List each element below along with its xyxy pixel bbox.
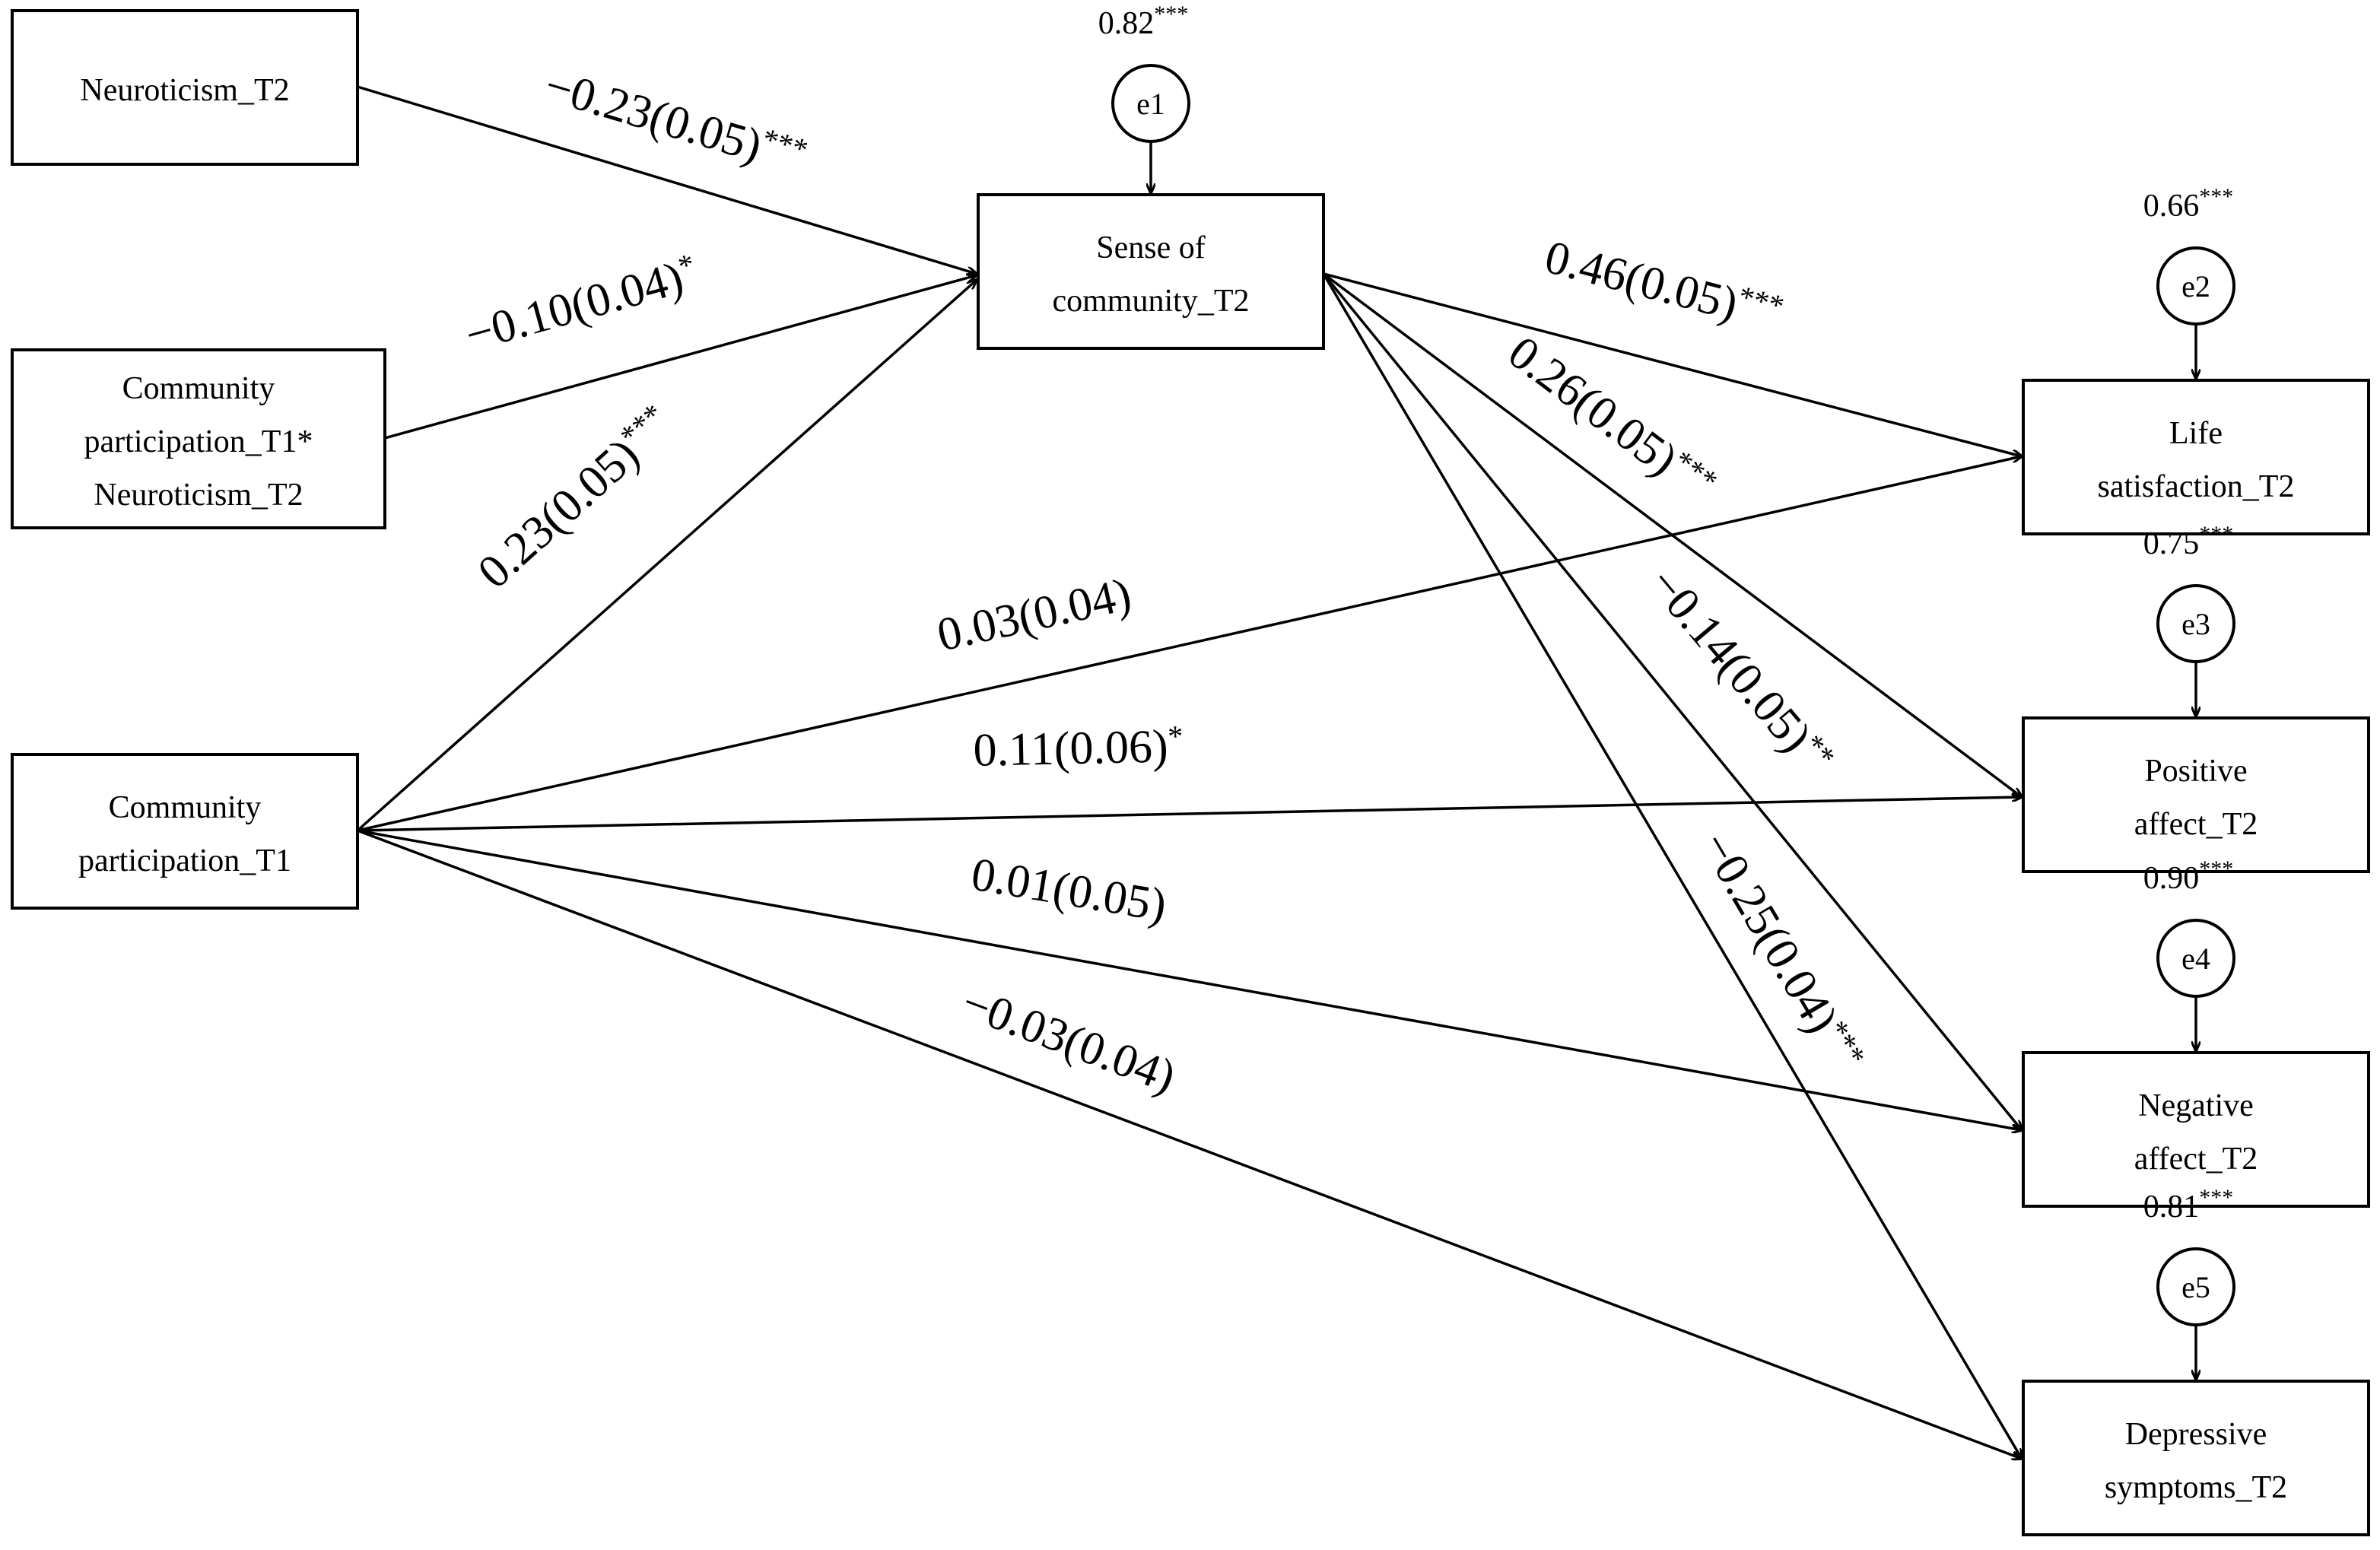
significance-stars: *** xyxy=(2199,856,2233,881)
significance-stars: *** xyxy=(2199,522,2233,547)
error-circle xyxy=(2156,584,2235,663)
paths-layer xyxy=(356,85,2022,1459)
coefficients-layer: −0.23(0.05)***−0.10(0.04)*0.23(0.05)***0… xyxy=(459,58,1873,1103)
path-arrow-participation-to-positive xyxy=(357,797,2022,832)
error-label: e1 xyxy=(1136,87,1165,121)
node-label-line: participation_T1 xyxy=(78,843,291,878)
node-label-line: Community xyxy=(109,790,262,825)
path-coefficient-participation-to-depressive: −0.03(0.04) xyxy=(955,977,1183,1103)
coefficient-value: −0.14(0.05) xyxy=(1638,558,1822,762)
error-term-e3: e3 0.75*** xyxy=(2143,522,2235,716)
error-variance: 0.66*** xyxy=(2143,184,2234,224)
node-box xyxy=(11,9,359,166)
error-variance: 0.81*** xyxy=(2143,1185,2234,1224)
node-label-line: Depressive xyxy=(2125,1417,2267,1452)
node-positive: Positive affect_T2 xyxy=(2022,716,2370,873)
node-neuroticism: Neuroticism_T2 xyxy=(11,9,359,166)
node-box xyxy=(977,193,1325,350)
path-coefficient-neuroticism-to-sense: −0.23(0.05)*** xyxy=(539,58,812,185)
node-label-line: symptoms_T2 xyxy=(2105,1470,2287,1505)
path-arrow-participation-to-depressive xyxy=(357,829,2022,1459)
path-coefficient-participation-to-negative: 0.01(0.05) xyxy=(968,848,1170,932)
node-box xyxy=(2022,379,2370,535)
coefficient-value: −0.03(0.04) xyxy=(955,977,1183,1103)
error-label: e5 xyxy=(2181,1270,2210,1304)
node-label-line: Positive xyxy=(2144,754,2247,789)
path-coefficient-sense-to-positive: 0.26(0.05)*** xyxy=(1498,325,1724,513)
error-label: e4 xyxy=(2181,942,2210,976)
node-label-line: affect_T2 xyxy=(2134,807,2258,842)
nodes-layer: Neuroticism_T2Communityparticipation_T1*… xyxy=(11,9,2370,1536)
node-label-line: Community xyxy=(122,371,275,406)
path-coefficient-sense-to-depressive: −0.25(0.04)*** xyxy=(1690,822,1873,1081)
node-depressive: Depressive symptoms_T2 xyxy=(2022,1380,2370,1536)
node-label-line: Negative xyxy=(2138,1088,2254,1123)
error-circle xyxy=(2156,919,2235,998)
path-coefficient-participation-to-life: 0.03(0.04) xyxy=(933,568,1136,661)
path-arrow-neuroticism-to-sense xyxy=(357,85,977,274)
coefficient-value: −0.23(0.05) xyxy=(539,59,768,172)
path-arrow-participation-to-negative xyxy=(357,829,2022,1130)
node-sense: Sense of community_T2 xyxy=(977,193,1325,350)
error-variance: 0.75*** xyxy=(2143,522,2234,561)
error-label: e2 xyxy=(2181,269,2210,303)
error-variance: 0.90*** xyxy=(2143,856,2234,896)
node-life: Life satisfaction_T2 xyxy=(2022,379,2370,535)
error-term-e5: e5 0.81*** xyxy=(2143,1185,2235,1380)
node-label-line: Sense of xyxy=(1096,230,1205,265)
significance-stars: *** xyxy=(1154,2,1188,27)
coefficient-value: −0.10(0.04) xyxy=(460,252,689,361)
coefficient-value: 0.46(0.05) xyxy=(1540,231,1743,331)
path-arrow-sense-to-life xyxy=(1323,272,2022,456)
error-circle xyxy=(1111,64,1190,143)
node-label-line: satisfaction_T2 xyxy=(2098,469,2295,504)
coefficient-value: 0.23(0.05) xyxy=(469,429,649,599)
error-circle xyxy=(2156,1247,2235,1326)
node-label-line: Neuroticism_T2 xyxy=(94,478,303,513)
path-arrow-participation-to-sense xyxy=(356,280,977,832)
error-circle xyxy=(2156,246,2235,326)
path-arrow-participation-to-life xyxy=(357,456,2022,832)
node-label-line: Life xyxy=(2169,416,2223,451)
node-box xyxy=(11,348,386,529)
path-arrow-sense-to-negative xyxy=(1322,272,2022,1130)
error-term-e2: e2 0.66*** xyxy=(2143,184,2235,379)
significance-stars: *** xyxy=(2199,1185,2233,1210)
node-participation: Community participation_T1 xyxy=(11,753,359,910)
path-arrow-interaction-to-sense xyxy=(384,275,977,440)
coefficient-value: 0.11(0.06) xyxy=(973,721,1168,777)
significance-stars: *** xyxy=(1735,279,1787,324)
coefficient-value: −0.25(0.04) xyxy=(1690,823,1848,1041)
path-coefficient-interaction-to-sense: −0.10(0.04)* xyxy=(459,246,704,361)
error-terms-layer: e1 0.82*** e2 0.66*** e3 0.75*** e4 0.90*** e5 0.… xyxy=(1098,2,2235,1380)
node-label-line: community_T2 xyxy=(1053,284,1250,319)
coefficient-value: 0.03(0.04) xyxy=(933,568,1136,661)
node-negative: Negative affect_T2 xyxy=(2022,1051,2370,1208)
significance-stars: *** xyxy=(2199,184,2233,209)
node-label-line: participation_T1* xyxy=(84,424,313,459)
node-box xyxy=(2022,1380,2370,1536)
node-box xyxy=(2022,716,2370,873)
path-coefficient-participation-to-positive: 0.11(0.06)* xyxy=(973,719,1184,777)
path-coefficient-sense-to-life: 0.46(0.05)*** xyxy=(1540,230,1787,341)
error-variance: 0.82*** xyxy=(1098,2,1189,41)
node-box xyxy=(11,753,359,910)
node-box xyxy=(2022,1051,2370,1208)
error-label: e3 xyxy=(2181,607,2210,641)
coefficient-value: 0.01(0.05) xyxy=(968,848,1170,932)
error-term-e1: e1 0.82*** xyxy=(1098,2,1190,193)
significance-stars: *** xyxy=(758,121,812,167)
node-label-line: Neuroticism_T2 xyxy=(80,73,289,108)
node-interaction: Community participation_T1* Neuroticism_T2 xyxy=(11,348,386,529)
path-coefficient-sense-to-negative: −0.14(0.05)** xyxy=(1638,557,1842,785)
node-label-line: affect_T2 xyxy=(2134,1142,2258,1177)
coefficient-value: 0.26(0.05) xyxy=(1498,326,1686,486)
path-arrow-sense-to-depressive xyxy=(1322,273,2022,1459)
error-term-e4: e4 0.90*** xyxy=(2143,856,2235,1051)
significance-stars: * xyxy=(1168,719,1184,753)
